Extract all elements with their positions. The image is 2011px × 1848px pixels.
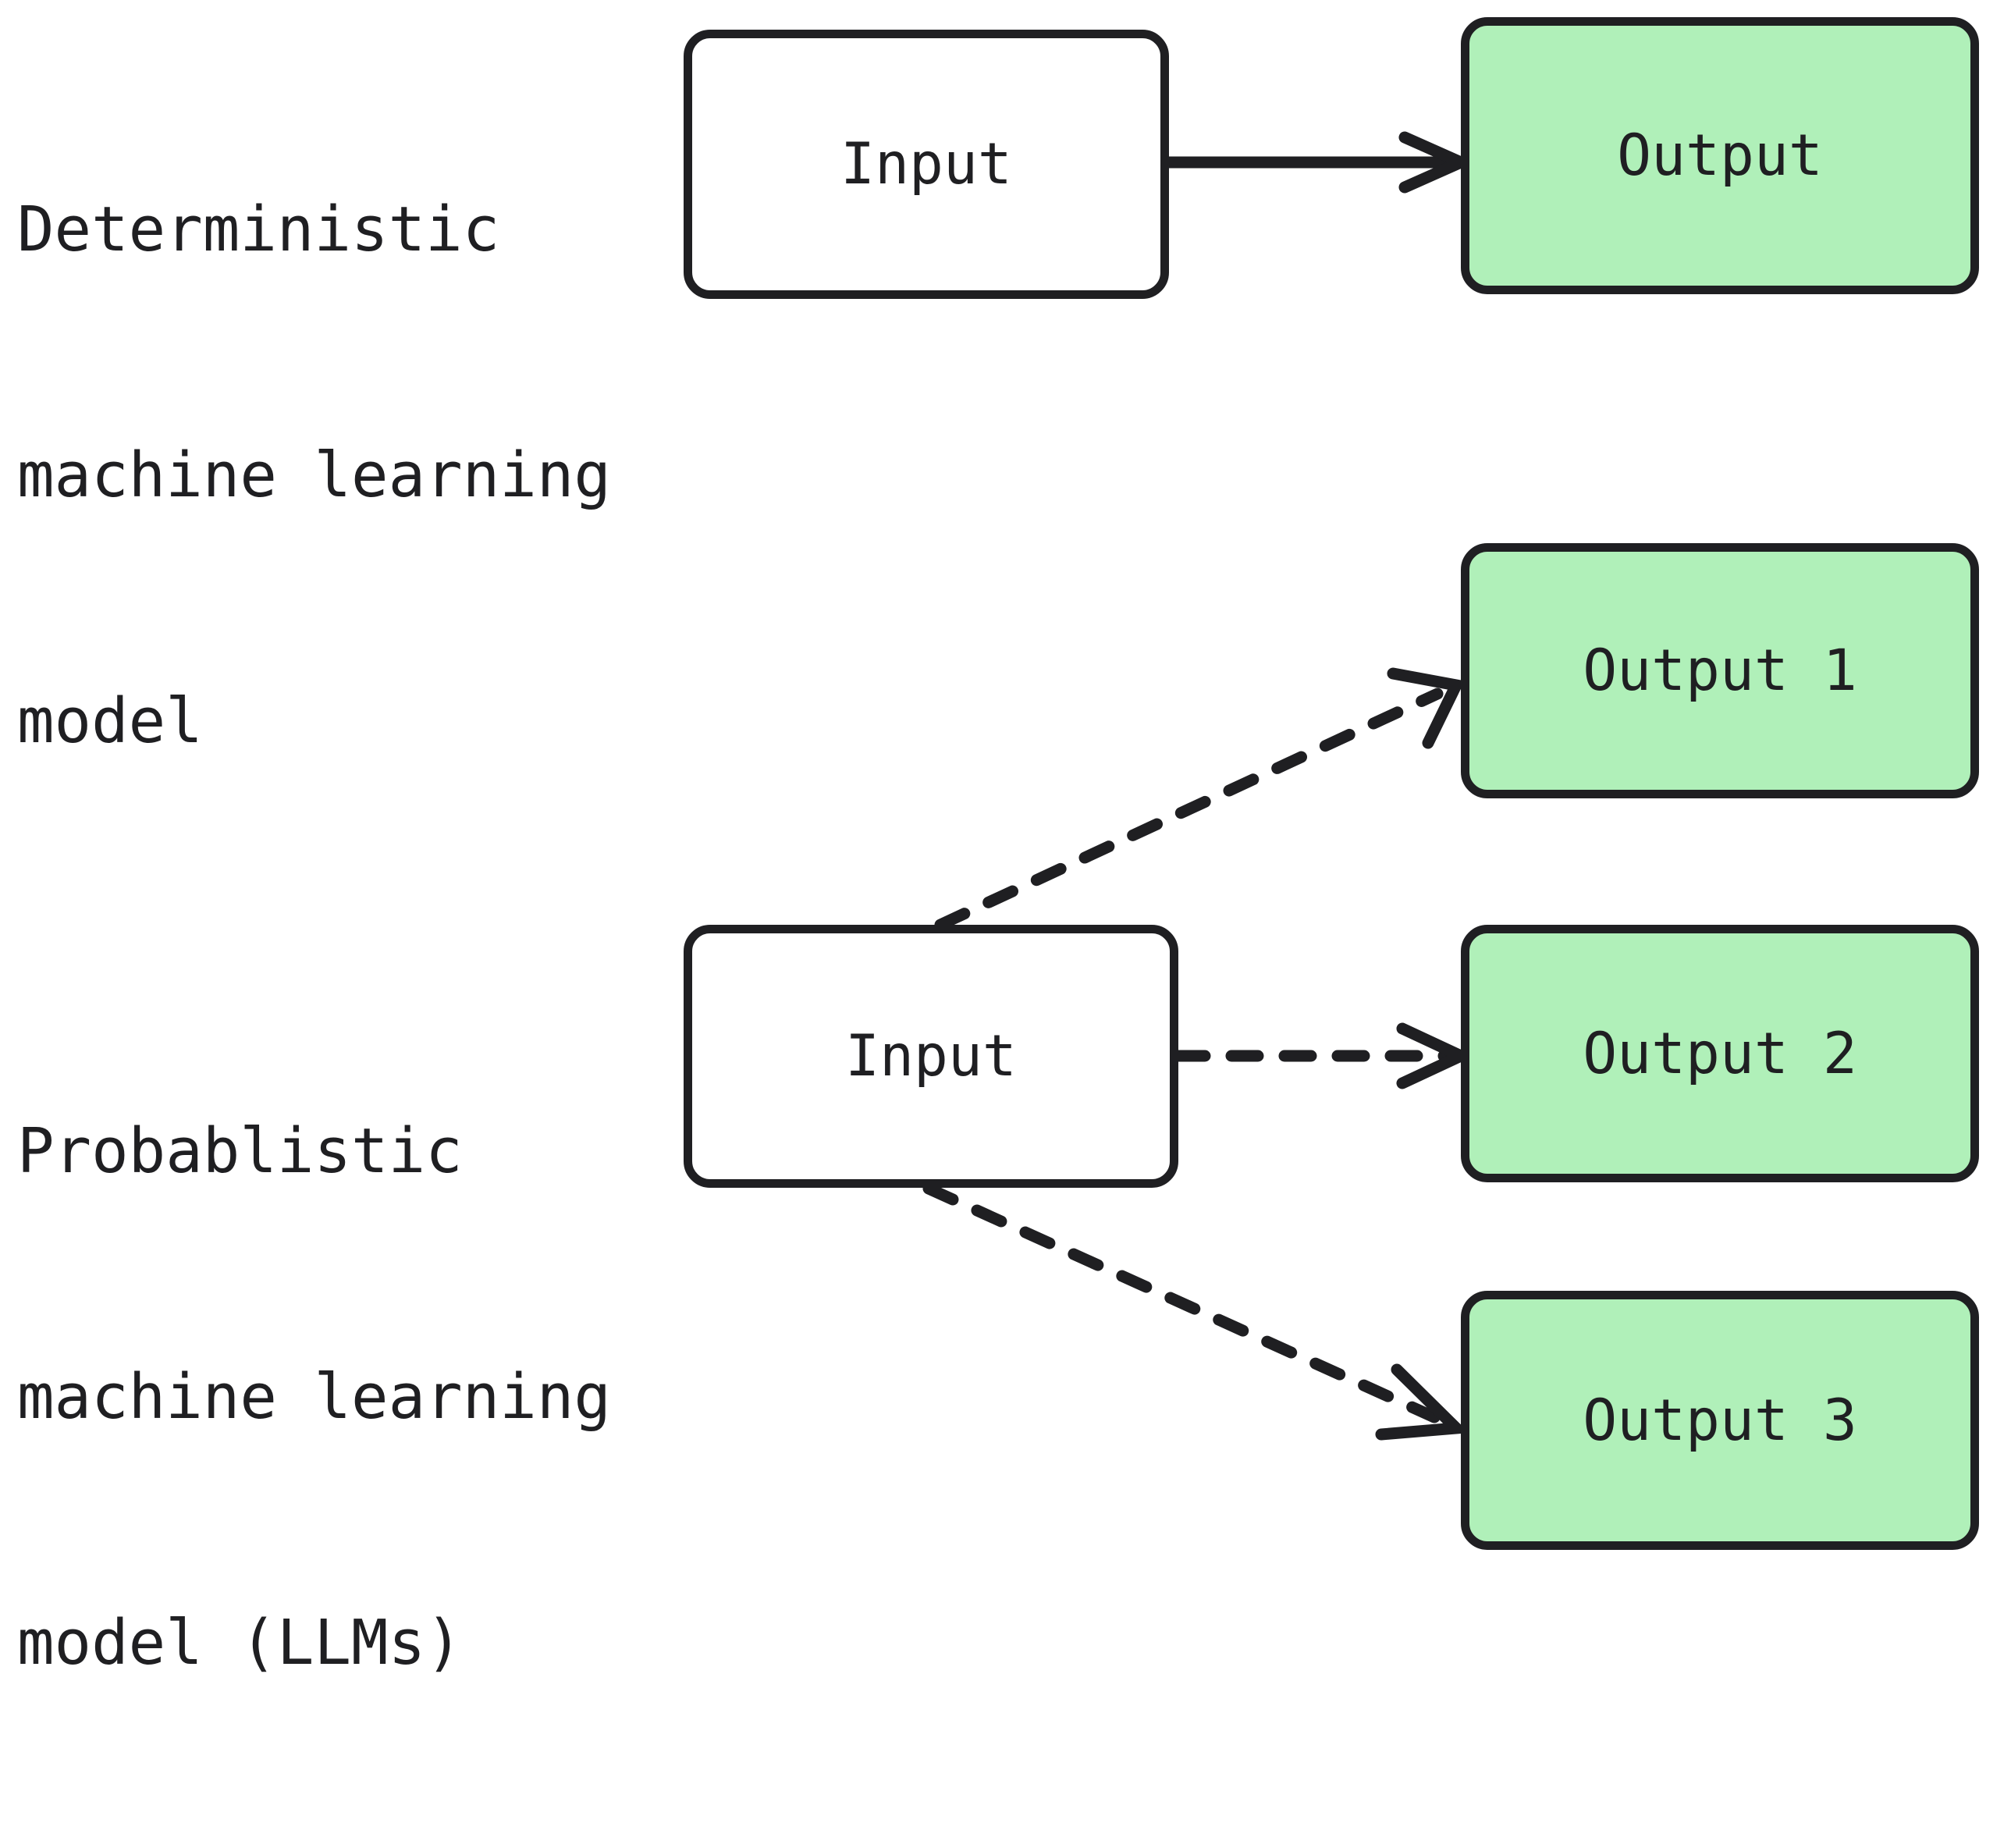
node-input-probabilistic-label: Input (845, 1023, 1017, 1089)
diagram-canvas: Deterministic machine learning model Inp… (17, 17, 1979, 1679)
caption-deterministic: Deterministic machine learning model (17, 25, 611, 926)
node-input-probabilistic[interactable]: Input (684, 925, 1178, 1188)
node-output-1[interactable]: Output 1 (1461, 543, 1979, 798)
caption-probabilistic: Probablistic machine learning model (LLM… (17, 947, 611, 1848)
edge-input-to-output-2 (1172, 1022, 1475, 1089)
caption-probabilistic-line-2: machine learning (17, 1361, 611, 1433)
caption-deterministic-line-1: Deterministic (17, 194, 500, 265)
caption-probabilistic-line-3: model (LLMs) (17, 1607, 463, 1679)
caption-probabilistic-line-1: Probablistic (17, 1115, 463, 1187)
node-output-2[interactable]: Output 2 (1461, 925, 1979, 1182)
caption-deterministic-line-3: model (17, 685, 203, 757)
edge-input-to-output-1 (934, 667, 1466, 931)
node-output-deterministic-label: Output (1617, 123, 1823, 189)
node-output-3-label: Output 3 (1583, 1387, 1857, 1454)
node-input-deterministic[interactable]: Input (684, 30, 1169, 299)
node-output-deterministic[interactable]: Output (1461, 17, 1979, 294)
node-output-2-label: Output 2 (1583, 1020, 1857, 1087)
node-output-3[interactable]: Output 3 (1461, 1291, 1979, 1550)
edge-input-to-output (1163, 131, 1476, 194)
node-input-deterministic-label: Input (840, 131, 1012, 197)
caption-deterministic-line-2: machine learning (17, 439, 611, 511)
node-output-1-label: Output 1 (1583, 638, 1857, 704)
edge-input-to-output-3 (922, 1182, 1469, 1441)
